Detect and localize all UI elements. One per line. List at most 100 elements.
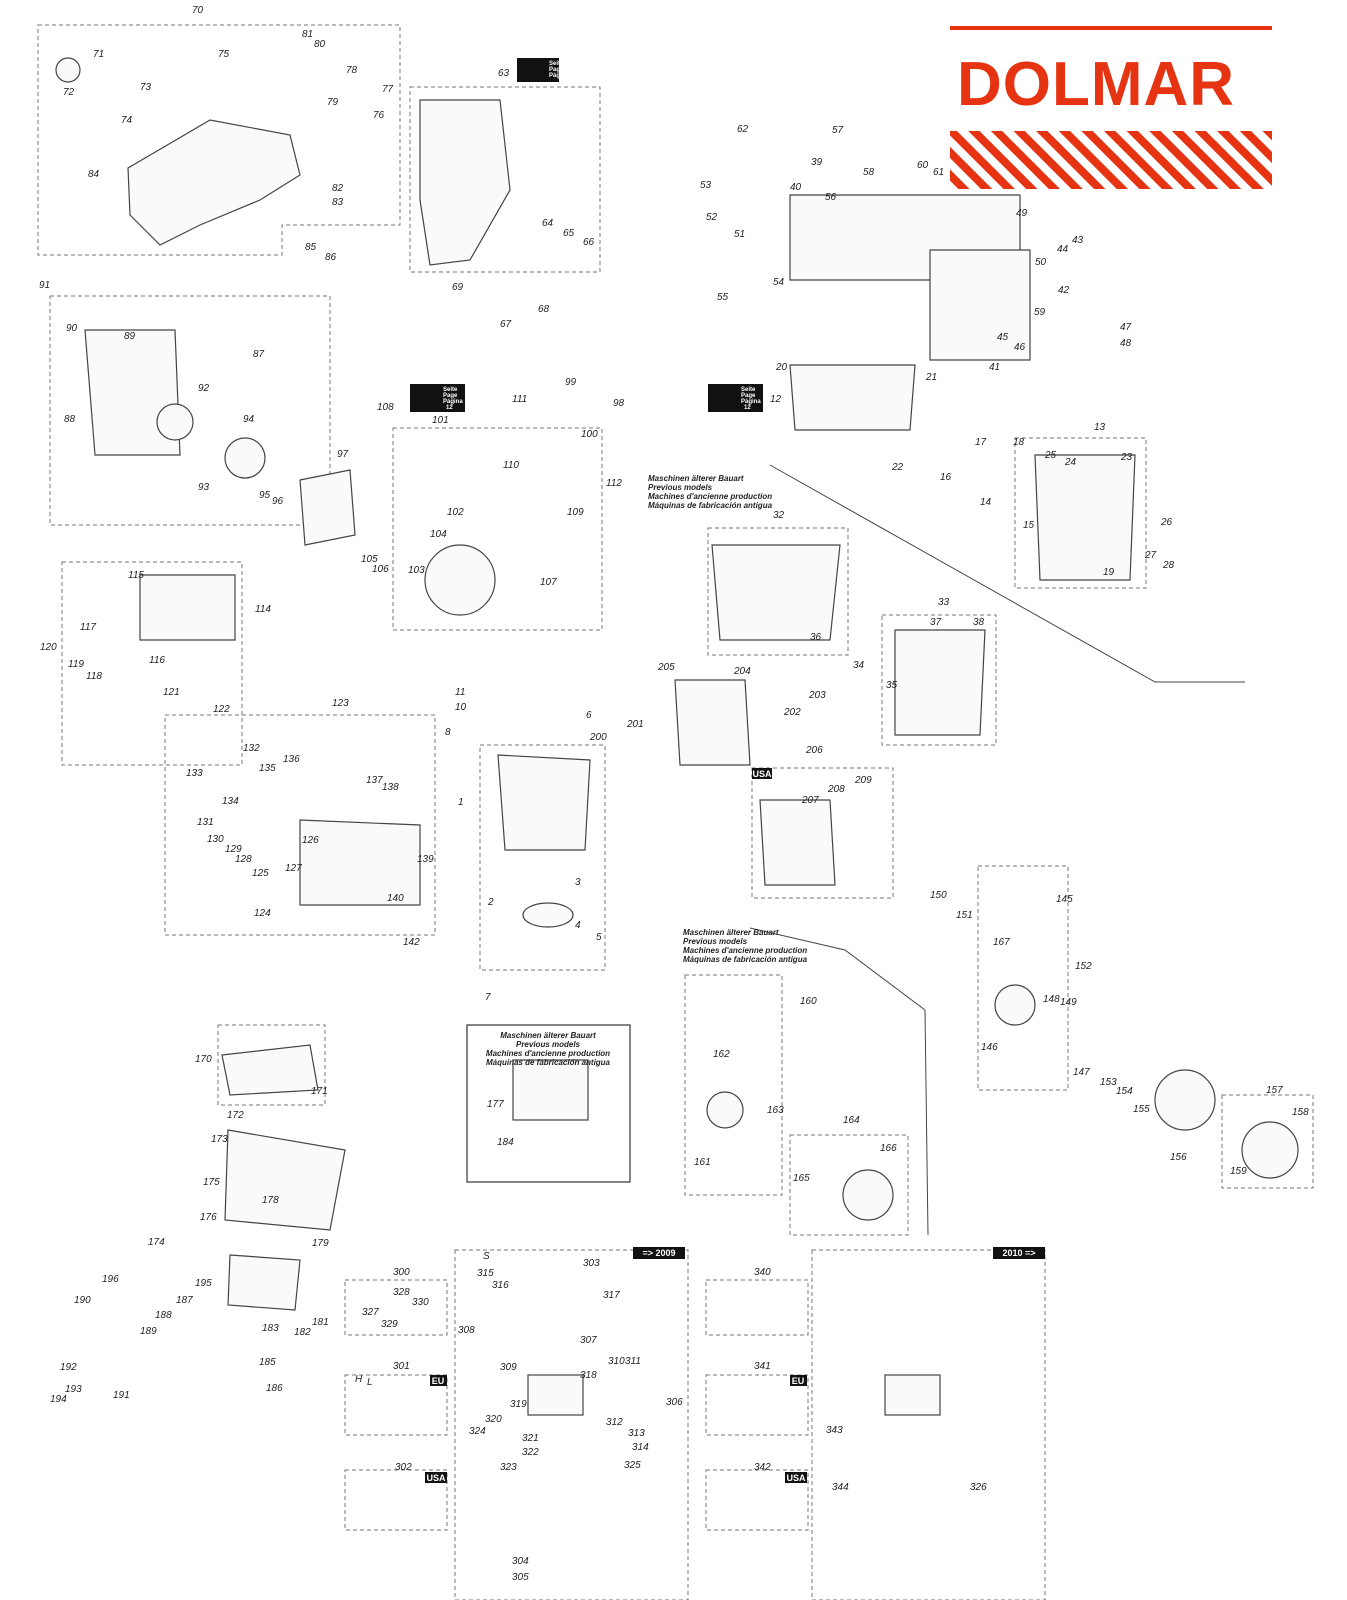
part-number-label: 139 (417, 854, 434, 865)
part-number-label: 67 (500, 319, 512, 330)
part-number-label: 171 (311, 1086, 328, 1097)
part-number-label: 33 (938, 597, 950, 608)
part-number-label: 36 (810, 632, 822, 643)
part-number-label: 157 (1266, 1085, 1283, 1096)
group-box-cylinder (479, 744, 606, 971)
part-number-label: 151 (956, 910, 973, 921)
part-number-label: 174 (148, 1237, 165, 1248)
carb-base-old-part (512, 1059, 589, 1121)
muffler-part (674, 679, 751, 766)
part-number-label: 320 (485, 1414, 502, 1425)
part-number-label: 188 (155, 1310, 172, 1321)
group-box-63 (409, 86, 601, 273)
part-number-label: 1 (458, 797, 464, 808)
part-number-label: 300 (393, 1267, 410, 1278)
part-number-label: 114 (255, 604, 271, 615)
part-number-label: 103 (408, 565, 425, 576)
part-number-label: 310 (608, 1356, 625, 1367)
part-number-label: 86 (325, 252, 337, 263)
page-ref-badge: Seite Page Página 12 (410, 384, 465, 412)
part-number-label: 176 (200, 1212, 217, 1223)
part-number-label: 52 (706, 212, 718, 223)
part-number-label: 116 (149, 655, 165, 666)
part-number-label: 159 (1230, 1166, 1247, 1177)
part-number-label: 105 (361, 554, 378, 565)
part-number-label: 102 (447, 507, 464, 518)
clutch-drum-part (1154, 1069, 1216, 1131)
part-number-label: 342 (754, 1462, 771, 1473)
part-number-label: 115 (128, 570, 144, 581)
part-number-label: 312 (606, 1417, 623, 1428)
part-number-label: L (367, 1377, 373, 1388)
part-number-label: 50 (1035, 257, 1047, 268)
tag-usa: USA (785, 1472, 807, 1483)
part-number-label: 314 (632, 1442, 649, 1453)
group-box-157 (1221, 1094, 1314, 1189)
part-number-label: 192 (60, 1362, 77, 1373)
part-number-label: 59 (1034, 307, 1046, 318)
tag-eu-text: EU (432, 1376, 445, 1386)
ref-badge-label-4: 12 (744, 405, 751, 411)
part-number-label: 186 (266, 1383, 283, 1394)
part-number-label: 84 (88, 169, 100, 180)
part-number-label: 321 (522, 1433, 539, 1444)
part-number-label: 46 (1014, 342, 1026, 353)
part-number-label: 120 (40, 642, 57, 653)
part-number-label: 134 (222, 796, 239, 807)
part-number-label: 23 (1120, 452, 1133, 463)
part-number-label: 193 (65, 1384, 82, 1395)
part-number-label: 340 (754, 1267, 771, 1278)
part-number-label: 200 (589, 732, 607, 743)
part-number-label: 110 (503, 460, 519, 471)
older-models-note: Maschinen älterer Bauart Previous models… (648, 474, 773, 510)
part-number-label: 79 (327, 97, 339, 108)
part-number-label: 95 (259, 490, 271, 501)
part-number-label: 185 (259, 1357, 276, 1368)
part-number-label: 65 (563, 228, 575, 239)
group-box-302 (344, 1469, 448, 1531)
clutch-drum-old-part (842, 1169, 894, 1221)
part-number-label: 53 (700, 180, 712, 191)
note-line-en: Previous models (648, 483, 713, 492)
flywheel-part (424, 544, 496, 616)
part-number-label: 18 (1013, 437, 1025, 448)
ref-badge-label-1: Seite (443, 387, 458, 393)
part-number-label: 123 (332, 698, 349, 709)
group-box-341 (705, 1374, 809, 1436)
part-number-label: 99 (565, 377, 577, 388)
logo-hatch-band (950, 131, 1272, 189)
part-number-label: 316 (492, 1280, 509, 1291)
part-number-label: 319 (510, 1399, 527, 1410)
part-number-label: 154 (1116, 1086, 1133, 1097)
part-number-label: 57 (832, 125, 844, 136)
part-number-label: 343 (826, 1425, 843, 1436)
part-number-label: 326 (970, 1482, 987, 1493)
carburetor-2010-part (884, 1374, 941, 1416)
part-number-label: 153 (1100, 1077, 1117, 1088)
crankcase-part (789, 364, 916, 431)
group-box-101 (392, 427, 603, 631)
part-number-label: 87 (253, 349, 265, 360)
part-number-label: 42 (1058, 285, 1070, 296)
part-number-label: 187 (176, 1295, 193, 1306)
part-number-label: 303 (583, 1258, 600, 1269)
group-box-342 (705, 1469, 809, 1531)
part-number-label: 194 (50, 1394, 67, 1405)
group-box-160 (684, 974, 783, 1196)
oil-pump-part (994, 984, 1036, 1026)
part-number-label: 191 (113, 1390, 130, 1401)
part-number-label: 108 (377, 402, 394, 413)
part-number-label: 125 (252, 868, 269, 879)
part-number-label: 121 (163, 687, 180, 698)
part-number-label: 2 (487, 897, 494, 908)
tag-usa-text: USA (426, 1473, 446, 1483)
piston-part (522, 902, 574, 928)
part-number-label: 306 (666, 1397, 683, 1408)
group-box-13 (1014, 437, 1147, 589)
part-number-label: 58 (863, 167, 875, 178)
part-number-label: 68 (538, 304, 550, 315)
part-number-label: 325 (624, 1460, 641, 1471)
group-box-33 (881, 614, 997, 746)
part-number-label: 196 (102, 1274, 119, 1285)
note-line-fr: Machines d'ancienne production (683, 946, 807, 955)
